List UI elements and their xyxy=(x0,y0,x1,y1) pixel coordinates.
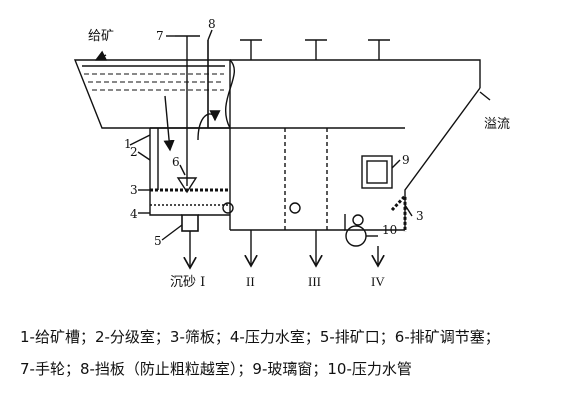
label-n1: 1 xyxy=(124,137,132,151)
overflow-spout xyxy=(479,91,491,101)
legend-line-1: 1-给矿槽；2-分级室；3-筛板；4-压力水室；5-排矿口；6-排矿调节塞； xyxy=(20,328,500,346)
label-n2: 2 xyxy=(130,145,138,159)
label-n4: 4 xyxy=(130,207,138,221)
right-screen xyxy=(390,192,407,232)
label-out2: II xyxy=(246,274,255,289)
label-n9: 9 xyxy=(402,153,410,167)
legend-line-2: 7-手轮；8-挡板（防止粗粒越室）；9-玻璃窗；10-压力水管 xyxy=(20,360,412,378)
flow-arrow-curve xyxy=(197,110,221,141)
label-out4: IV xyxy=(371,274,385,289)
trough-water xyxy=(84,73,224,91)
chamber-1-left xyxy=(149,128,182,216)
feed-arrow xyxy=(94,50,108,61)
upper-partition xyxy=(224,59,236,129)
feed-trough-outline xyxy=(73,59,231,129)
discharge-outlet xyxy=(181,214,199,232)
label-out3: III xyxy=(308,274,321,289)
glass-window xyxy=(361,155,393,189)
label-n8: 8 xyxy=(208,17,216,31)
label-n3a: 3 xyxy=(130,183,138,197)
label-n3b: 3 xyxy=(416,209,424,223)
body-top xyxy=(230,59,481,88)
body-right-slope xyxy=(404,87,481,230)
label-sand: 沉砂 I xyxy=(170,275,205,290)
regulator-plug xyxy=(176,177,198,194)
label-n10: 10 xyxy=(382,223,397,237)
label-feed: 给矿 xyxy=(88,29,114,44)
flow-arrow-down xyxy=(163,95,175,152)
label-n7: 7 xyxy=(156,29,164,43)
label-n6: 6 xyxy=(172,155,180,169)
handwheels xyxy=(175,35,390,60)
pressure-pipe xyxy=(345,225,367,247)
label-overflow: 溢流 xyxy=(484,117,510,132)
label-n5: 5 xyxy=(154,234,162,248)
